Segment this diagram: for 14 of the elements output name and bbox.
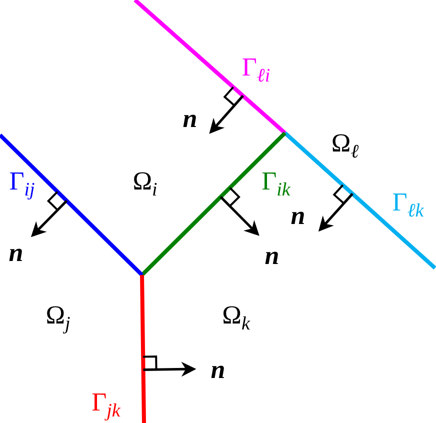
region-label: Ω$_{i}$ (132, 168, 158, 200)
normal-vector-label: n (210, 357, 226, 383)
normal-vector-label: n (182, 106, 198, 132)
normal-vector-label: n (290, 203, 306, 229)
interface-label: Γ$_{jk}$ (92, 389, 120, 421)
interface-label: Γ$_{ij}$ (9, 168, 35, 200)
region-label: Ω$_{ℓ}$ (331, 130, 359, 162)
region-label: Ω$_{j}$ (46, 302, 70, 334)
interface-label: Γ$_{ℓi}$ (242, 54, 270, 86)
interface-label: Γ$_{ik}$ (262, 168, 290, 200)
interface-label: Γ$_{ℓk}$ (392, 189, 424, 221)
region-label: Ω$_{k}$ (222, 302, 250, 334)
normal-vector-label: n (264, 243, 280, 269)
normal-vector-label: n (8, 240, 24, 266)
